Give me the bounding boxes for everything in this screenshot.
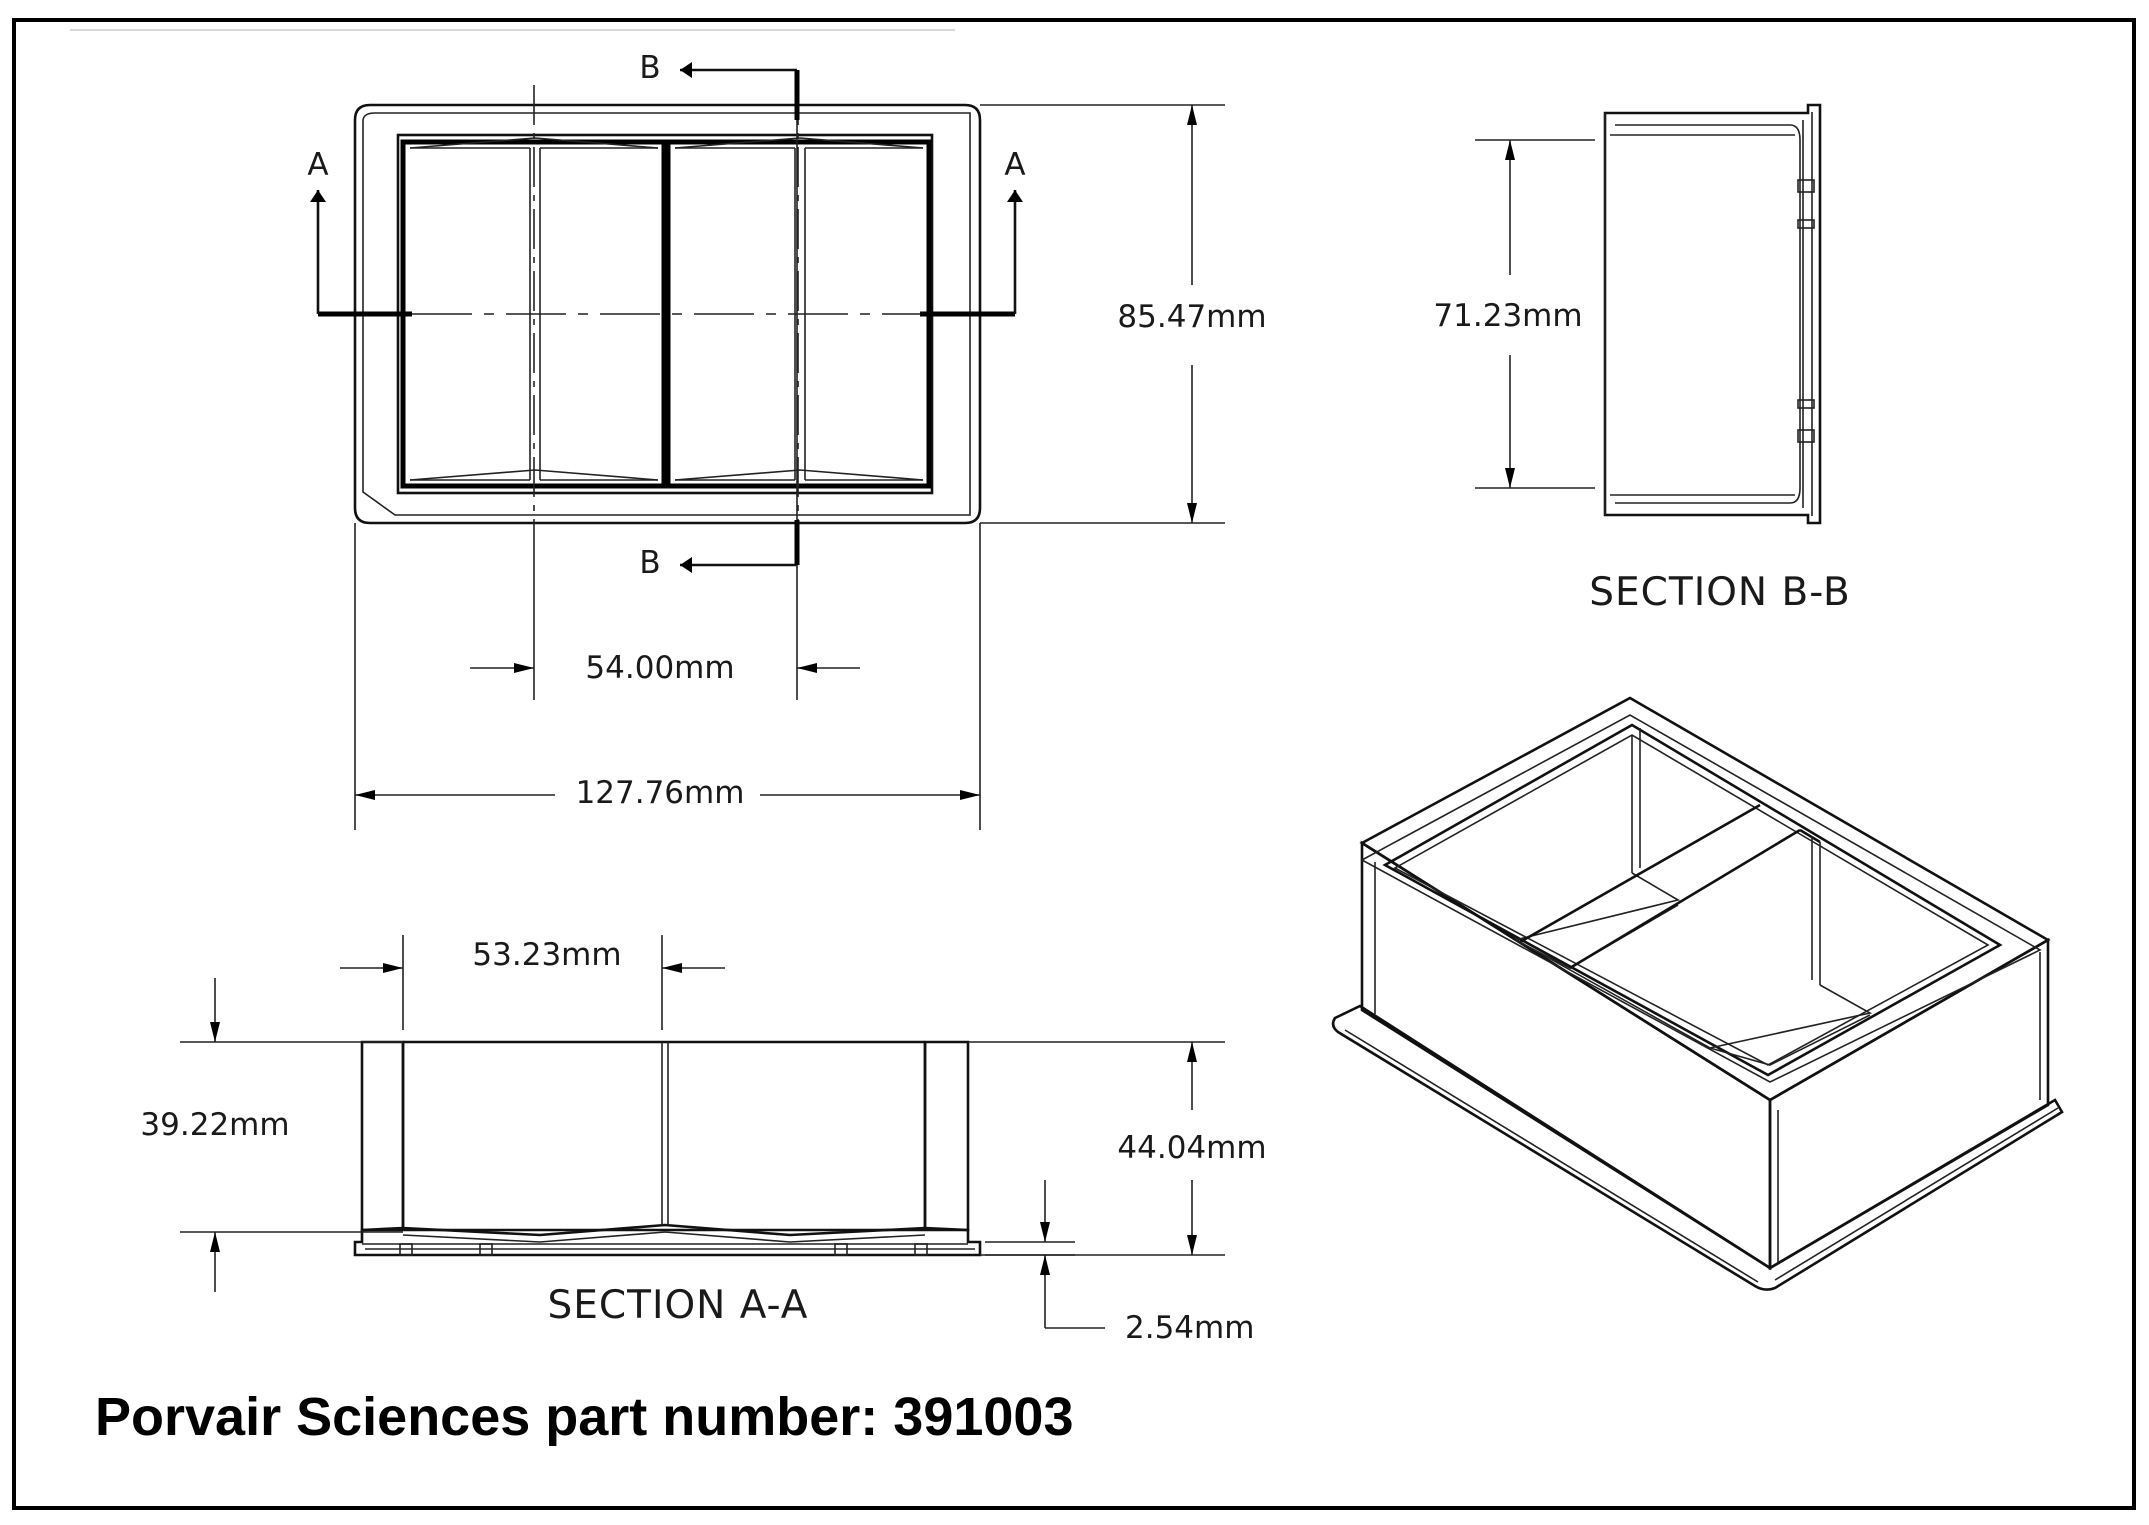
dim-label-44-04: 44.04mm (1117, 1130, 1266, 1166)
drawing-border (12, 18, 2136, 1510)
section-marker-b-bottom: B (639, 545, 660, 581)
dim-label-39-22: 39.22mm (140, 1107, 289, 1143)
dim-line-127-76 (354, 523, 981, 830)
isometric-view (1331, 696, 2064, 1291)
dim-line-54-00 (470, 520, 860, 700)
dim-label-2-54: 2.54mm (1125, 1310, 1254, 1346)
section-marker-a-left: A (307, 147, 328, 183)
dim-label-54-00: 54.00mm (585, 650, 734, 686)
section-b-b-view (1603, 103, 1822, 525)
section-marker-a-right: A (1004, 147, 1025, 183)
dim-line-39-22 (180, 978, 403, 1292)
section-b-b-title: SECTION B-B (1589, 570, 1850, 615)
dim-line-2-54 (985, 1180, 1105, 1329)
section-marker-b-top: B (639, 50, 660, 86)
dim-line-71-23 (1475, 139, 1595, 489)
dim-label-71-23: 71.23mm (1433, 298, 1582, 334)
dim-label-85-47: 85.47mm (1117, 299, 1266, 335)
dim-label-53-23: 53.23mm (472, 937, 621, 973)
dim-line-53-23 (340, 935, 725, 1030)
dim-line-85-47 (980, 104, 1225, 524)
part-number-label: Porvair Sciences part number: 391003 (95, 1387, 1074, 1447)
section-a-a-title: SECTION A-A (548, 1283, 809, 1328)
section-a-a-view (353, 1040, 982, 1257)
dim-label-127-76: 127.76mm (576, 775, 745, 811)
top-view (310, 62, 1023, 573)
